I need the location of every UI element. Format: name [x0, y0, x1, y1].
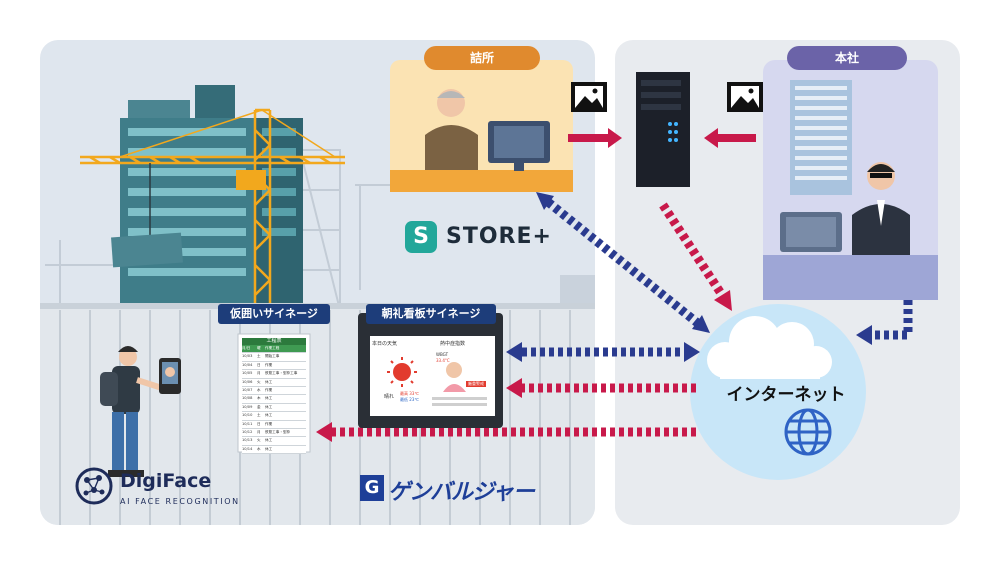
schedule-cell: 鉄筋工事・型枠工事: [265, 371, 298, 376]
tsumesho-office-illustration: [390, 60, 573, 192]
digiface-logo-text: DigiFace: [120, 470, 212, 492]
worker-illustration: [100, 346, 163, 477]
data-flow-arrows-navy: [506, 192, 913, 362]
schedule-cell: 木: [257, 396, 261, 401]
schedule-cell: 月: [257, 371, 261, 376]
digiface-logo-subtext: AI FACE RECOGNITION: [120, 497, 240, 506]
globe-icon: [784, 408, 832, 456]
genbaru-logo-text: ゲンバルジャー: [388, 480, 535, 505]
internet-label: インターネット: [726, 385, 846, 405]
schedule-board-title: 工程表: [242, 338, 306, 345]
schedule-row: 10/10 土休工: [242, 412, 306, 421]
schedule-cell: 休工: [265, 438, 273, 443]
schedule-cell: 10/03: [242, 354, 253, 359]
signage-wbgt-value: 33.4°C: [436, 358, 450, 363]
schedule-row: 10/03 土開始工事: [242, 353, 306, 362]
schedule-cell: 10/07: [242, 388, 253, 393]
signage-heatstroke-heading: 熱中症指数: [440, 341, 466, 347]
signage-weather-heading: 本日の天気: [372, 341, 398, 347]
honsha-office-illustration: [763, 60, 938, 300]
schedule-row: 10/11 日作業: [242, 420, 306, 430]
internet-globe-illustration: [690, 304, 866, 480]
server-illustration: [636, 72, 690, 187]
schedule-cell: 水: [257, 446, 261, 451]
schedule-cell: 作業工程: [265, 346, 280, 350]
schedule-cell: 10/12: [242, 430, 253, 435]
schedule-cell: 休工: [265, 379, 273, 384]
schedule-cell: 日: [257, 362, 261, 367]
signage-temp-high: 最高 33℃: [400, 391, 419, 396]
schedule-cell: 10/08: [242, 396, 253, 401]
schedule-cell: 10/06: [242, 379, 253, 384]
schedule-cell: 作業: [265, 362, 273, 367]
schedule-cell: 10/13: [242, 438, 253, 443]
schedule-cell: 水: [257, 388, 261, 393]
schedule-row: 10/09 金休工: [242, 403, 306, 413]
image-icon: [727, 82, 763, 112]
store-plus-logo-text: STORE+: [446, 224, 552, 249]
digiface-logo-icon: [75, 467, 113, 505]
schedule-cell: 開始工事: [265, 354, 280, 359]
schedule-cell: 10/05: [242, 371, 253, 376]
schedule-cell: 休工: [265, 413, 273, 418]
kakoi-signage-label: 仮囲いサイネージ: [218, 304, 330, 324]
schedule-row: 10/04 日作業: [242, 361, 306, 371]
building-illustration: [120, 85, 303, 308]
schedule-row: 10/06 火休工: [242, 378, 306, 388]
tsumesho-label: 詰所: [424, 46, 540, 70]
schedule-cell: 休工: [265, 396, 273, 401]
schedule-cell: 土: [257, 354, 261, 359]
signage-temp-low: 最低 23℃: [400, 397, 419, 402]
schedule-row: 10/14 水休工: [242, 445, 306, 455]
schedule-row: 10/08 木休工: [242, 395, 306, 404]
schedule-cell: 日: [257, 421, 261, 426]
data-flow-arrows-crimson: [316, 128, 756, 442]
image-icon: [571, 82, 607, 112]
schedule-header-row: 月/日 曜作業工程: [242, 345, 306, 354]
schedule-cell: 曜: [257, 346, 261, 350]
crane-illustration: [80, 108, 345, 310]
schedule-cell: 月/日: [242, 346, 251, 350]
schedule-cell: 火: [257, 379, 261, 384]
schedule-row: 10/05 月鉄筋工事・型枠工事: [242, 370, 306, 379]
chorei-signage-label: 朝礼看板サイネージ: [366, 304, 496, 324]
schedule-cell: 金: [257, 404, 261, 409]
schedule-cell: 10/14: [242, 446, 253, 451]
honsha-label: 本社: [787, 46, 907, 70]
schedule-cell: 休工: [265, 446, 273, 451]
face-recognition-terminal: [159, 358, 181, 394]
schedule-row: 10/07 水作業: [242, 387, 306, 396]
schedule-cell: 月: [257, 430, 261, 435]
schedule-row: 10/12 月鉄筋工事・型枠: [242, 429, 306, 438]
signage-alert-badge: 厳重警戒: [466, 381, 486, 387]
genbaru-logo-icon: G: [360, 475, 384, 501]
schedule-cell: 休工: [265, 404, 273, 409]
schedule-cell: 鉄筋工事・型枠: [265, 430, 291, 435]
signage-wbgt-label: WBGT: [436, 352, 449, 357]
schedule-cell: 10/04: [242, 362, 253, 367]
hanging-panel: [111, 232, 183, 268]
schedule-cell: 土: [257, 413, 261, 418]
store-plus-logo-icon: S: [405, 221, 437, 253]
signage-weather-label: 晴れ: [384, 394, 395, 400]
schedule-cell: 作業: [265, 388, 273, 393]
schedule-cell: 作業: [265, 421, 273, 426]
schedule-cell: 火: [257, 438, 261, 443]
schedule-cell: 10/10: [242, 413, 253, 418]
schedule-row: 10/13 火休工: [242, 437, 306, 446]
chorei-signage-board: [358, 313, 503, 428]
schedule-cell: 10/11: [242, 421, 253, 426]
crane-cab: [236, 170, 266, 190]
schedule-cell: 10/09: [242, 404, 253, 409]
